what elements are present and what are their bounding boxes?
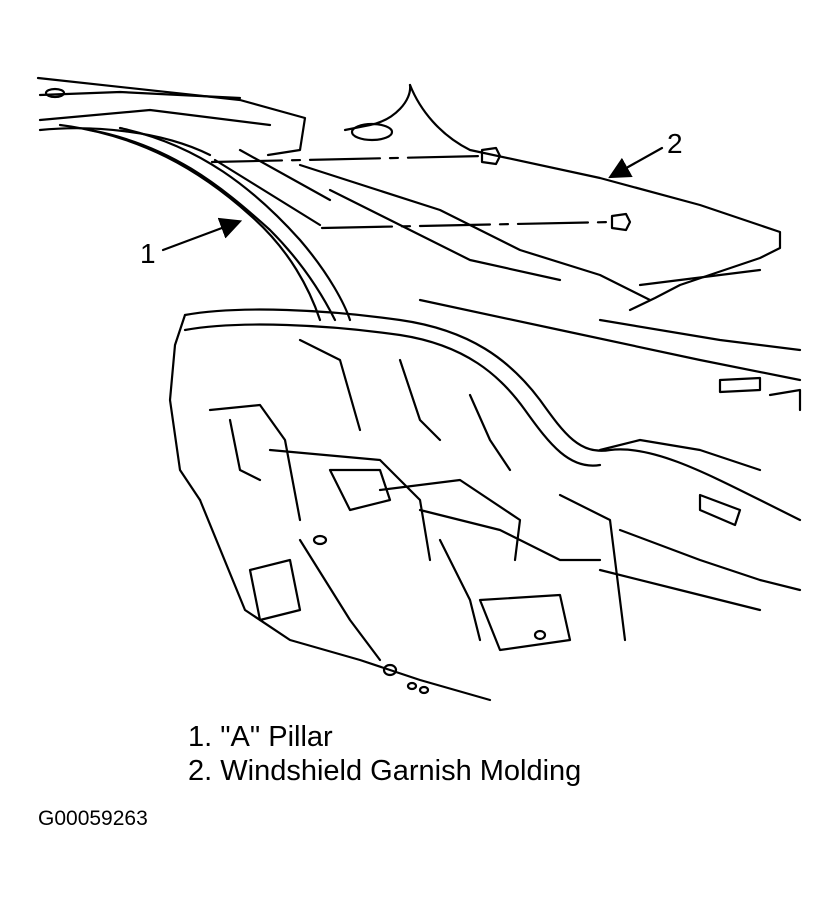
fasteners bbox=[210, 146, 632, 232]
legend-item: 1. "A" Pillar bbox=[188, 720, 581, 754]
legend-item: 2. Windshield Garnish Molding bbox=[188, 754, 581, 788]
legend-item-number: 1. bbox=[188, 721, 213, 753]
legend-item-text: Windshield Garnish Molding bbox=[220, 755, 582, 787]
callout-1-arrow bbox=[161, 217, 243, 252]
instrument-panel-drawing bbox=[168, 298, 802, 702]
a-pillar-drawing bbox=[58, 123, 352, 322]
callout-2-arrow bbox=[608, 146, 664, 179]
windshield-garnish-molding-drawing bbox=[298, 83, 782, 312]
callout-2-label: 2 bbox=[667, 128, 683, 159]
legend-item-text: "A" Pillar bbox=[220, 721, 333, 753]
callout-1-label: 1 bbox=[140, 238, 156, 269]
parts-legend: 1. "A" Pillar 2. Windshield Garnish Mold… bbox=[188, 720, 581, 788]
figure-id: G00059263 bbox=[38, 807, 148, 830]
roof-header-panel bbox=[36, 76, 307, 157]
legend-item-number: 2. bbox=[188, 755, 213, 787]
